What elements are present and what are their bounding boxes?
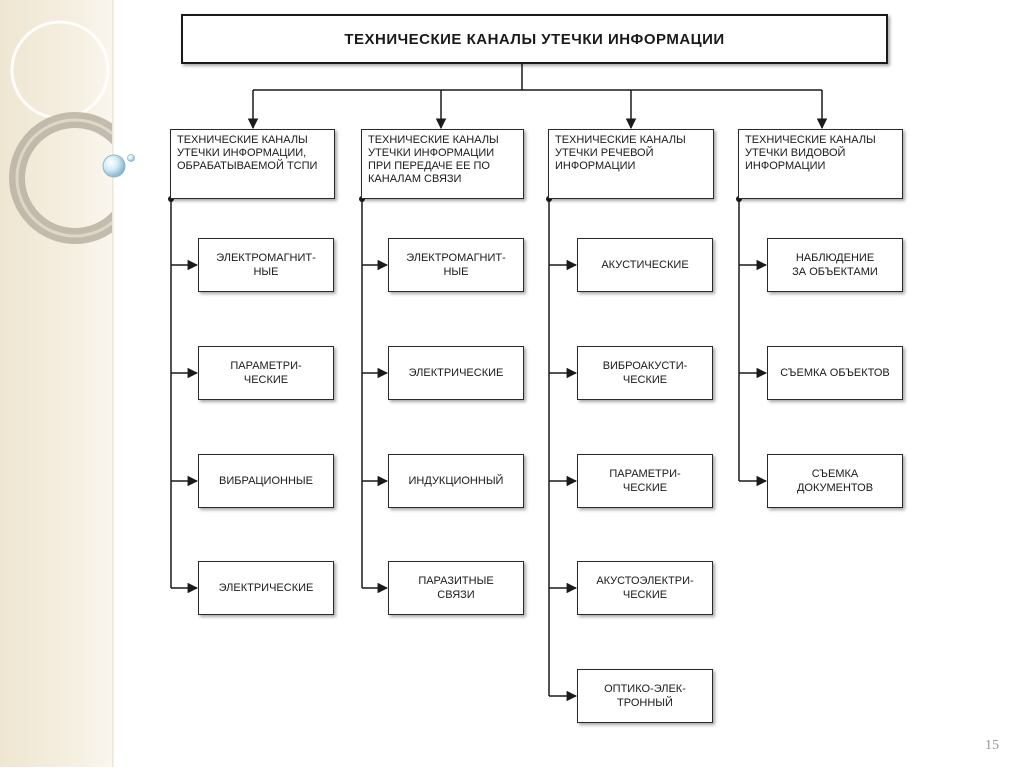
channel-box: ПАРАМЕТРИ- ЧЕСКИЕ xyxy=(577,454,713,508)
category-box-3: Технические каналы утечки речевой информ… xyxy=(548,129,714,199)
channel-box: ЭЛЕКТРОМАГНИТ- НЫЕ xyxy=(198,238,334,292)
channel-box: АКУСТИЧЕСКИЕ xyxy=(577,238,713,292)
channel-box: СЪЕМКА ДОКУМЕНТОВ xyxy=(767,454,903,508)
channel-box: ПАРАМЕТРИ- ЧЕСКИЕ xyxy=(198,346,334,400)
channel-box: ЭЛЕКТРИЧЕСКИЕ xyxy=(388,346,524,400)
channel-box: ВИБРОАКУСТИ- ЧЕСКИЕ xyxy=(577,346,713,400)
channel-box: АКУСТОЭЛЕКТРИ- ЧЕСКИЕ xyxy=(577,561,713,615)
decorative-bubble-icon xyxy=(102,154,135,178)
channel-box: СЪЕМКА ОБЪЕКТОВ xyxy=(767,346,903,400)
decorative-side-panel xyxy=(0,0,141,767)
category-box-4: Технические каналы утечки видовой информ… xyxy=(738,129,903,199)
diagram-title: ТЕХНИЧЕСКИЕ КАНАЛЫ УТЕЧКИ ИНФОРМАЦИИ xyxy=(181,14,888,64)
channel-box: ВИБРАЦИОННЫЕ xyxy=(198,454,334,508)
category-box-2: Технические каналы утечки информации при… xyxy=(361,129,524,199)
channel-box: ИНДУКЦИОННЫЙ xyxy=(388,454,524,508)
decorative-edge xyxy=(112,0,114,767)
channel-box: ЭЛЕКТРОМАГНИТ- НЫЕ xyxy=(388,238,524,292)
channel-box: паразитные связи xyxy=(388,561,524,615)
page-number: 15 xyxy=(985,738,999,753)
channel-box: ОПТИКО-ЭЛЕК- ТРОННЫЙ xyxy=(577,669,713,723)
channel-box: НАБЛЮДЕНИЕ ЗА ОБЪЕКТАМИ xyxy=(767,238,903,292)
channel-box: ЭЛЕКТРИЧЕСКИЕ xyxy=(198,561,334,615)
category-box-1: Технические каналы утечки информации, об… xyxy=(170,129,335,199)
